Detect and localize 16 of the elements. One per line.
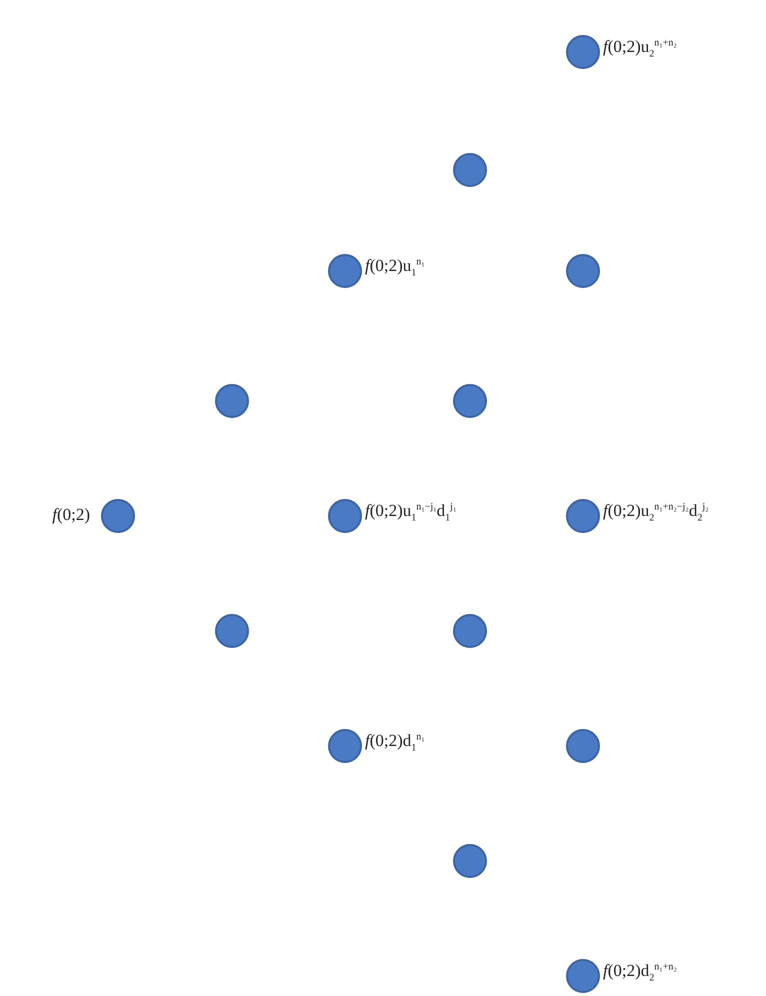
node-circle [215,384,249,418]
node-circle [328,254,362,288]
node-circle [453,844,487,878]
node-circle [566,729,600,763]
node-circle [328,729,362,763]
node-circle [566,254,600,288]
node-circle [453,153,487,187]
node-circle [453,614,487,648]
node-circle [566,499,600,533]
node-circle [215,614,249,648]
node-circle [453,384,487,418]
node-circle [566,959,600,993]
node-circle [101,499,135,533]
node-label: f(0;2) [52,506,90,523]
node-circle [328,499,362,533]
node-circle [566,35,600,69]
